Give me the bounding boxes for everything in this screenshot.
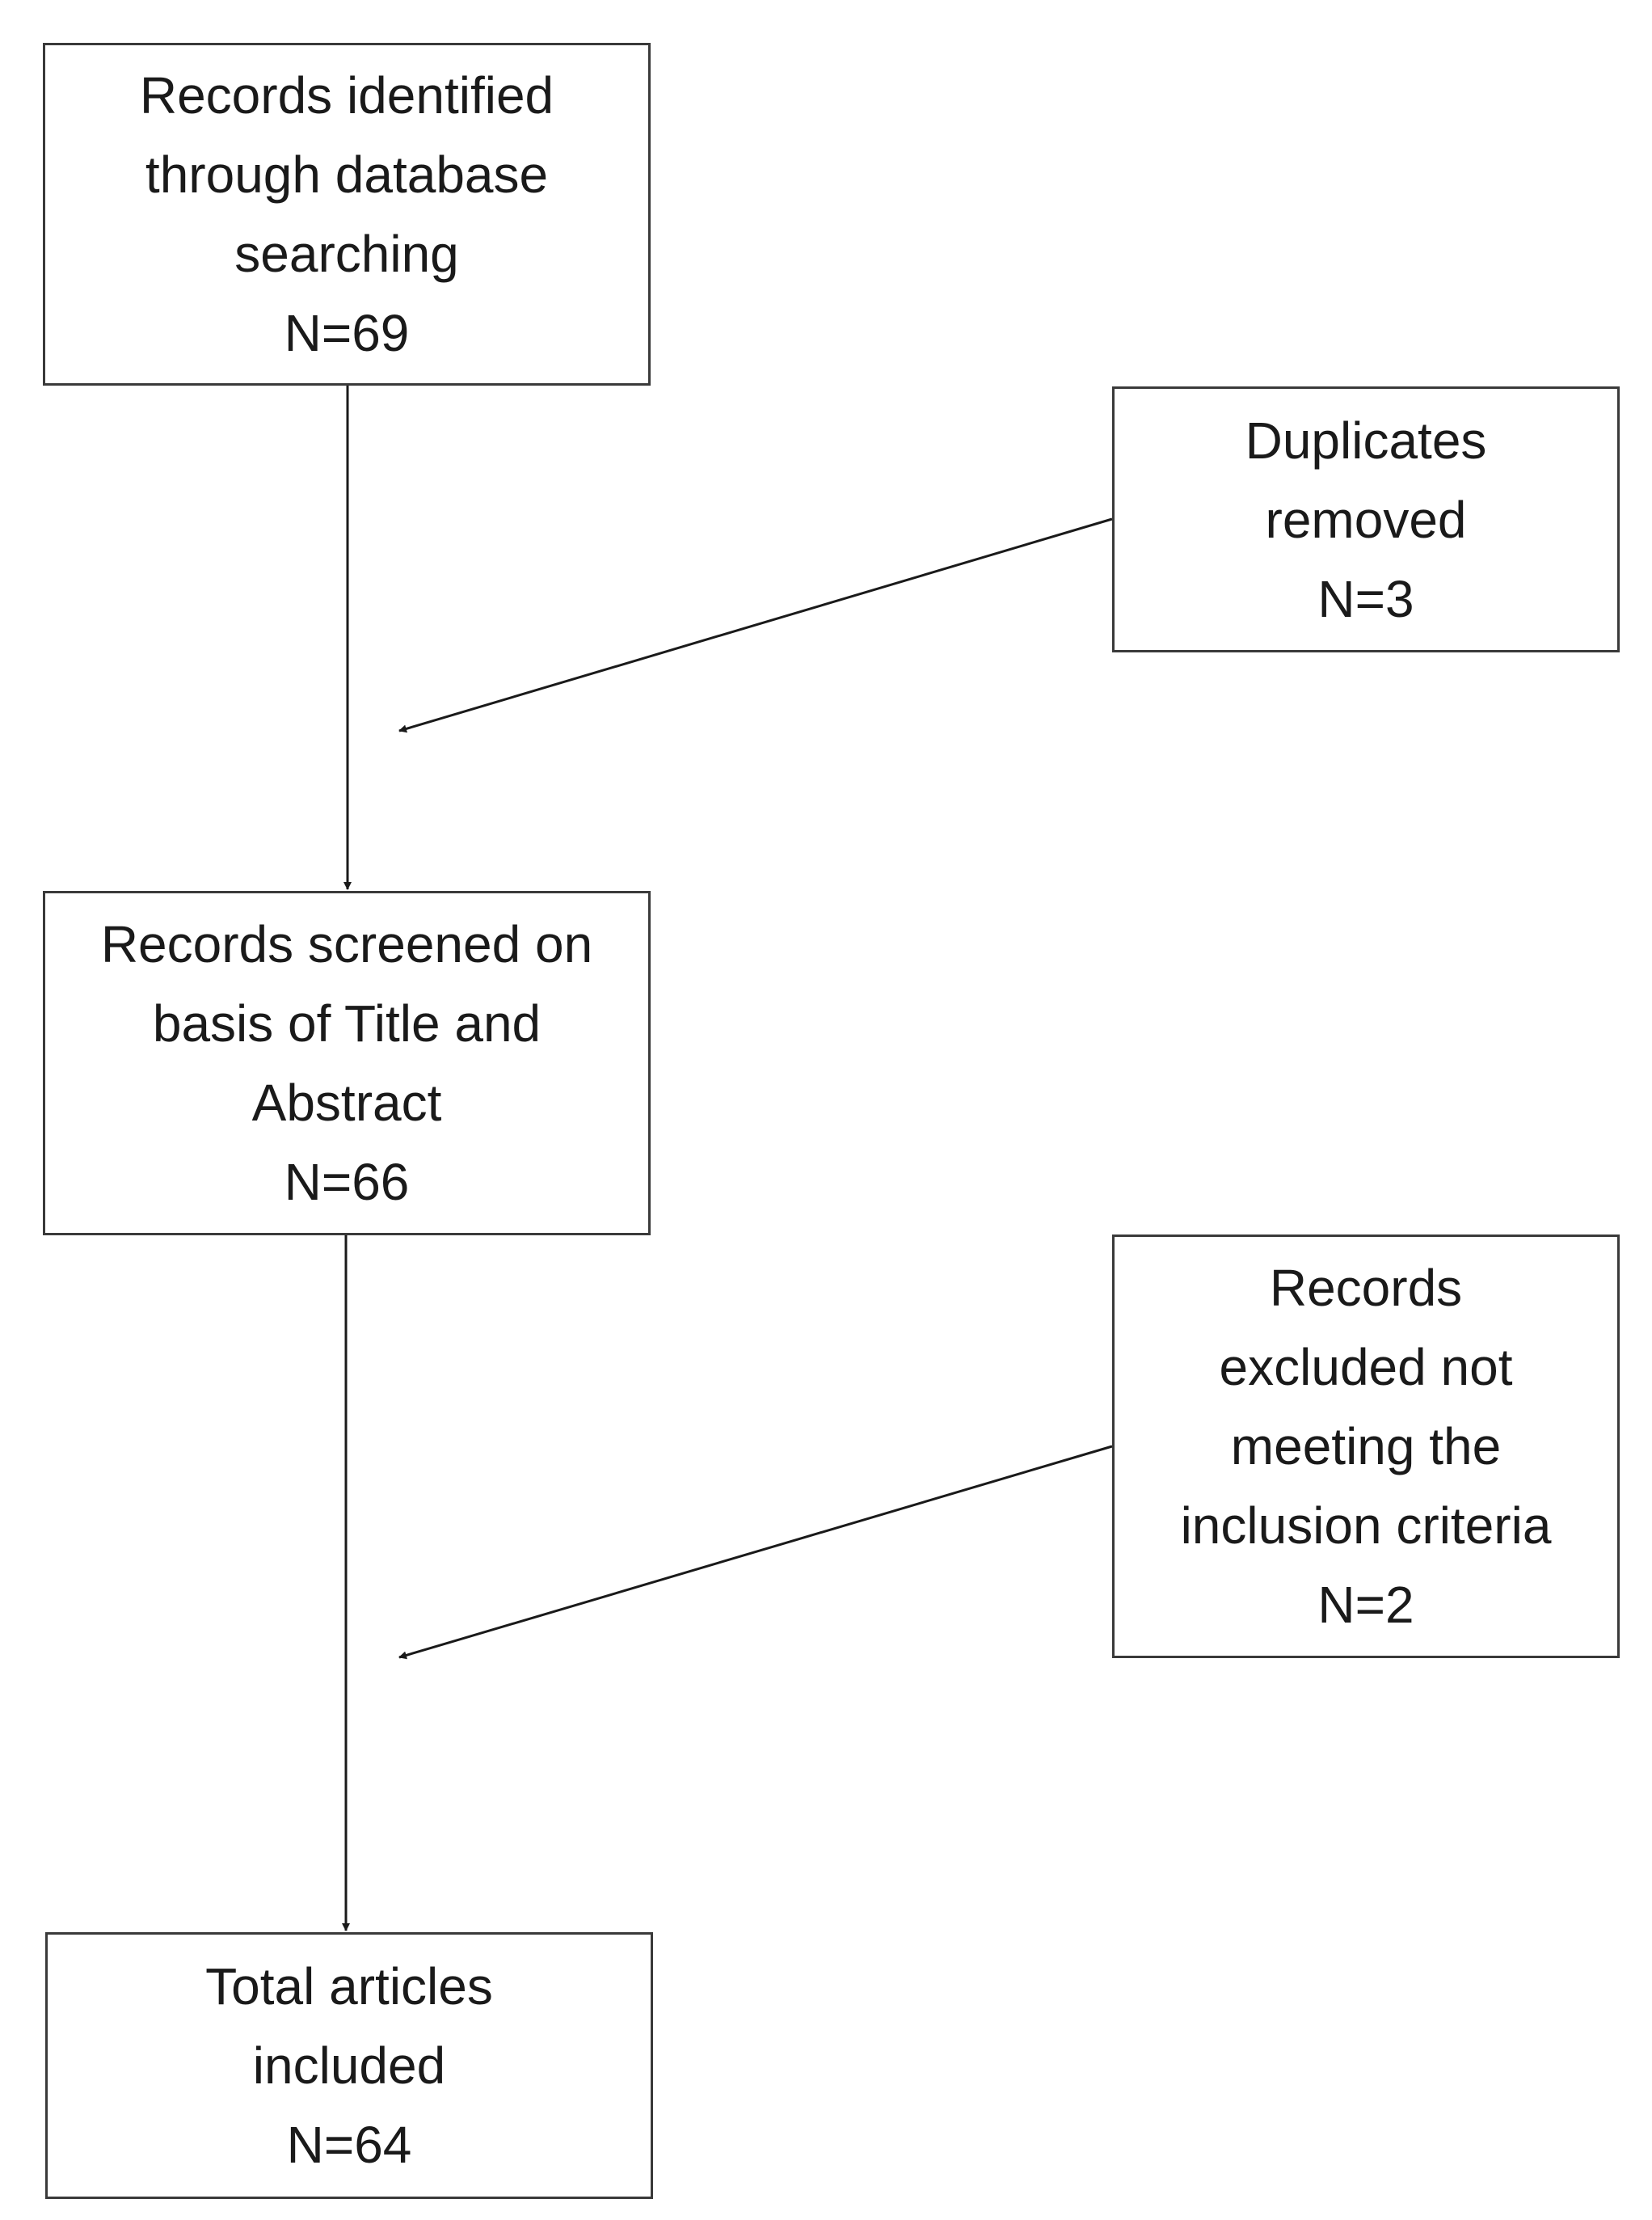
records-identified-box: Records identified through database sear… — [43, 43, 651, 386]
records-screened-count: N=66 — [284, 1153, 410, 1211]
records-identified-count: N=69 — [284, 304, 410, 362]
records-screened-line-2: basis of Title and — [152, 994, 542, 1053]
records-excluded-line-4: inclusion criteria — [1180, 1496, 1552, 1555]
records-excluded-line-2: excluded not — [1219, 1338, 1513, 1396]
duplicates-removed-line-2: removed — [1265, 490, 1467, 549]
arrow-records-excluded — [398, 1445, 1113, 1660]
records-identified-line-2: through database — [145, 146, 549, 204]
total-included-line-2: included — [252, 2036, 446, 2095]
duplicates-removed-line-1: Duplicates — [1245, 411, 1487, 470]
records-screened-line-3: Abstract — [251, 1074, 442, 1132]
duplicates-removed-box: Duplicates removed N=3 — [1112, 386, 1620, 652]
records-screened-box: Records screened on basis of Title and A… — [43, 891, 651, 1235]
records-screened-line-1: Records screened on — [100, 915, 593, 973]
records-excluded-count: N=2 — [1317, 1576, 1414, 1634]
total-included-count: N=64 — [286, 2116, 412, 2174]
duplicates-removed-count: N=3 — [1317, 569, 1414, 628]
records-identified-line-3: searching — [234, 225, 459, 283]
total-included-line-1: Total articles — [205, 1957, 493, 2015]
records-excluded-line-3: meeting the — [1230, 1417, 1502, 1475]
records-identified-line-1: Records identified — [139, 66, 554, 125]
total-included-box: Total articles included N=64 — [45, 1932, 653, 2199]
arrow-duplicates-removed — [398, 517, 1113, 733]
records-excluded-box: Records excluded not meeting the inclusi… — [1112, 1235, 1620, 1658]
records-excluded-line-1: Records — [1269, 1259, 1463, 1317]
